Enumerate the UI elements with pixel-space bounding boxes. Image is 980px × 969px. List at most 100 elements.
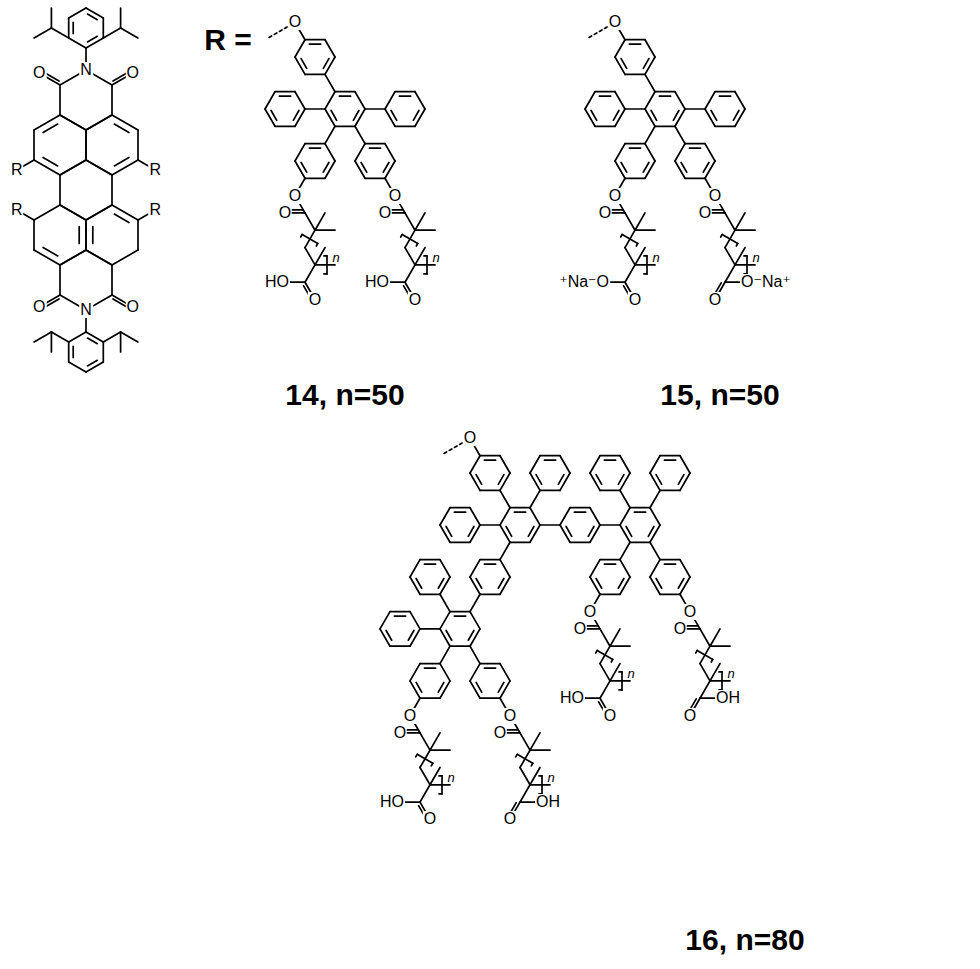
bond-line xyxy=(680,473,690,490)
bond-line xyxy=(51,28,68,38)
bond-line xyxy=(34,205,60,220)
bond-line xyxy=(648,527,654,537)
bond-line xyxy=(305,74,325,76)
bond-line xyxy=(420,768,430,785)
bond-line xyxy=(440,560,450,577)
bond-line xyxy=(293,111,299,121)
bond-line xyxy=(470,577,480,594)
bond-line xyxy=(591,111,597,121)
bond-line xyxy=(120,8,122,28)
bond-line xyxy=(420,628,440,630)
bond-line xyxy=(441,776,443,794)
bond-line xyxy=(615,40,625,57)
bond-line xyxy=(415,213,425,230)
bond-line xyxy=(420,785,430,802)
polymer-index: n xyxy=(651,250,660,263)
bond-line xyxy=(645,144,655,161)
bond-line xyxy=(470,612,480,629)
bond-line xyxy=(476,579,482,589)
bond-line xyxy=(111,85,113,115)
bond-line xyxy=(530,749,550,751)
bond-line xyxy=(620,525,630,542)
bond-line xyxy=(51,332,53,352)
atom-label: O xyxy=(708,188,722,204)
bond-line xyxy=(440,508,450,525)
bond-line xyxy=(112,160,138,175)
bond-line xyxy=(725,213,735,230)
bond-line xyxy=(625,265,635,282)
bond-line xyxy=(394,615,405,617)
bond-line xyxy=(430,749,450,751)
bond-line xyxy=(305,265,315,282)
bond-line xyxy=(600,664,610,681)
bond-line xyxy=(480,490,500,492)
bond-line xyxy=(440,664,450,681)
bond-line xyxy=(424,667,435,669)
bond-line xyxy=(656,579,662,589)
bond-line xyxy=(596,650,598,653)
bond-line xyxy=(415,264,435,266)
bond-line xyxy=(675,144,685,161)
bond-line xyxy=(520,785,530,802)
polymer-index: n xyxy=(446,770,455,783)
bond-line xyxy=(655,91,675,93)
bond-line xyxy=(335,125,355,127)
bond-line xyxy=(121,28,138,38)
atom-label: O xyxy=(278,205,292,221)
bond-line xyxy=(613,111,619,121)
atom-label: HO xyxy=(364,274,390,290)
bond-line xyxy=(102,342,104,362)
bond-line xyxy=(630,507,650,509)
bond-line xyxy=(415,229,435,231)
bond-line xyxy=(615,109,625,126)
atom-label: O⁻Na⁺ xyxy=(740,274,792,290)
bond-line xyxy=(540,490,560,492)
bond-line xyxy=(416,243,418,246)
bond-line xyxy=(88,36,98,42)
bond-line xyxy=(420,697,440,699)
bond-line xyxy=(560,508,570,525)
bond-line xyxy=(697,650,713,659)
bond-line xyxy=(60,205,86,220)
bond-line xyxy=(85,130,87,160)
bond-line xyxy=(103,28,120,38)
bond-line xyxy=(86,332,103,342)
bond-line xyxy=(415,109,425,126)
atom-label: O xyxy=(408,292,422,308)
bond-line xyxy=(506,527,512,537)
bond-line xyxy=(325,92,335,109)
bond-line xyxy=(651,111,657,121)
bond-line xyxy=(705,144,715,161)
bond-line xyxy=(675,109,685,126)
bond-line xyxy=(440,629,450,646)
bond-line xyxy=(325,74,335,91)
bond-line xyxy=(625,108,645,110)
bond-line xyxy=(275,125,295,127)
bond-line xyxy=(302,234,318,243)
bond-line xyxy=(325,144,335,161)
bond-line xyxy=(86,160,112,175)
bond-line xyxy=(615,57,625,74)
bond-line xyxy=(615,92,625,109)
bond-line xyxy=(625,213,635,230)
atom-label: O xyxy=(628,292,642,308)
bond-line xyxy=(650,525,660,542)
bond-line xyxy=(596,579,602,589)
bond-line xyxy=(650,456,660,473)
bond-line xyxy=(611,659,613,662)
bond-line xyxy=(673,111,679,121)
bond-line xyxy=(69,38,86,48)
atom-label: O xyxy=(423,811,437,827)
bond-line xyxy=(685,108,705,110)
bond-line xyxy=(315,264,335,266)
bond-line xyxy=(416,754,418,757)
bond-line xyxy=(604,563,615,565)
bond-line xyxy=(69,8,86,18)
bond-line xyxy=(120,332,122,352)
atom-label: O xyxy=(683,708,697,724)
bond-line xyxy=(530,525,540,542)
bond-line xyxy=(650,577,660,594)
bond-line xyxy=(645,92,655,109)
bond-line xyxy=(630,541,650,543)
polymer-index: n xyxy=(331,250,340,263)
